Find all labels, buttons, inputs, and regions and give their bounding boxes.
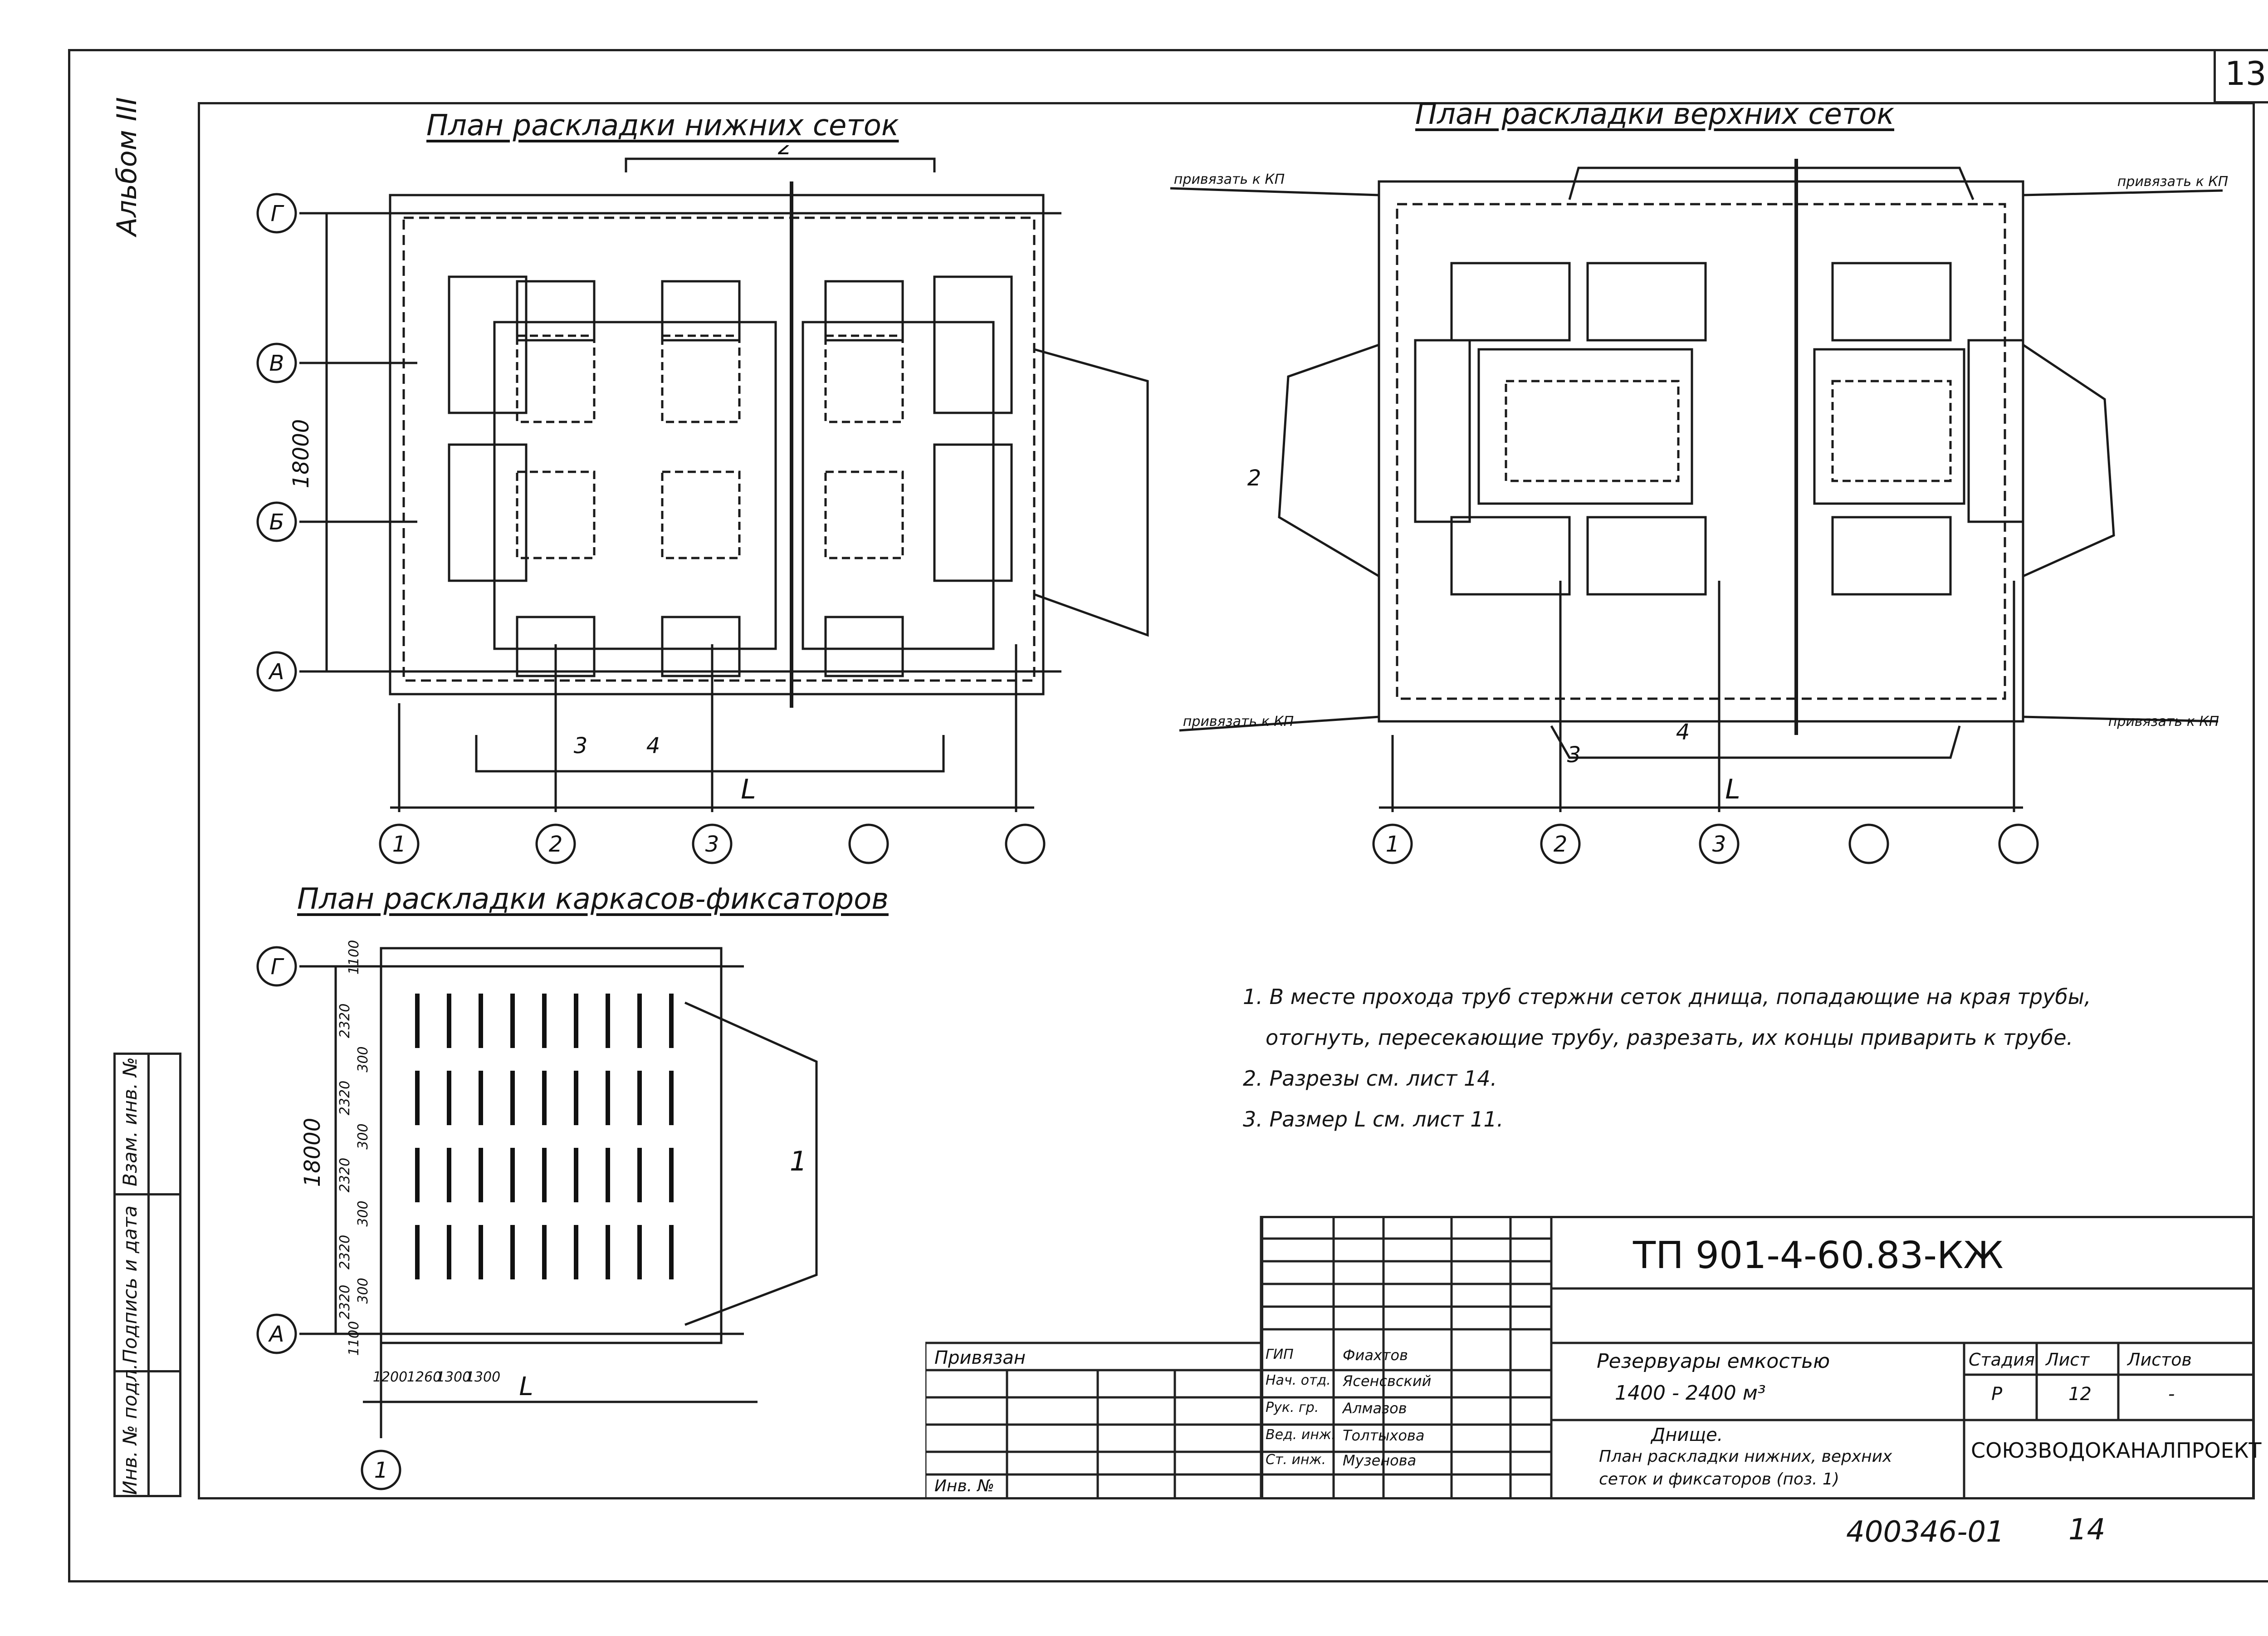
name-lead-eng: Толтыхова <box>1343 1427 1425 1444</box>
stamp-label-inv: Инв. № подл. <box>119 1363 141 1495</box>
lower-axis-row-label: А <box>268 659 284 685</box>
frames-axis-row-label: А <box>268 1322 284 1347</box>
frames-row-dim: 2320 <box>337 1158 353 1192</box>
title-block-grid <box>925 1216 2254 1499</box>
lower-axis-col-label: 3 <box>705 832 719 857</box>
note-line-1: 1. В месте прохода труб стержни сеток дн… <box>1243 985 2091 1009</box>
outer-frame <box>68 49 2268 1582</box>
upper-tie-note: привязать к КП <box>1183 714 1294 730</box>
lower-plan-title: План раскладки нижних сеток <box>426 109 899 142</box>
frames-axis-row-label: Г <box>271 954 284 980</box>
frames-gap-dim: 300 <box>355 1123 371 1149</box>
inv-label: Инв. № <box>934 1477 995 1495</box>
frames-plan-title: План раскладки каркасов-фиксаторов <box>297 882 889 916</box>
sheet-header: Лист <box>2046 1350 2090 1370</box>
upper-section-mark: 4 <box>1676 720 1690 745</box>
frames-row-dim: 2320 <box>337 1285 353 1319</box>
frames-gap-dim: 300 <box>355 1278 371 1303</box>
inner-frame <box>198 102 2255 1499</box>
project-name-line2: 1400 - 2400 м³ <box>1615 1381 1766 1405</box>
upper-mesh-plan: 1 2 3 L привязать к КП привязать к КП пр… <box>1170 159 2228 864</box>
role-group-lead: Рук. гр. <box>1266 1400 1319 1416</box>
lower-bottom-dim: L <box>741 774 756 805</box>
upper-axis-col-label: 2 <box>1554 832 1568 857</box>
note-line-3: 2. Разрезы см. лист 14. <box>1243 1066 1497 1091</box>
frames-gap-dim: 300 <box>355 1200 371 1226</box>
sheet-value: 12 <box>2068 1384 2092 1405</box>
stamp-divider <box>147 1053 150 1497</box>
organization: СОЮЗВОДОКАНАЛПРОЕКТ <box>1971 1438 2262 1463</box>
bound-label: Привязан <box>934 1347 1026 1368</box>
stamp-label-replace: Взам. инв. № <box>119 1057 141 1186</box>
frames-bottom-seg: 1260 <box>407 1369 441 1385</box>
sheet-number: 13 <box>2225 54 2267 93</box>
lower-axis-row-label: Б <box>269 509 284 535</box>
sheets-value: - <box>2168 1384 2175 1405</box>
stage-value: Р <box>1991 1384 2003 1405</box>
frames-overall-dim: 18000 <box>300 1118 325 1187</box>
upper-section-mark: 3 <box>1567 742 1581 768</box>
role-dept-head: Нач. отд. <box>1266 1372 1331 1388</box>
sheet-title-line1: Днище. <box>1651 1425 1723 1445</box>
lower-section-mark: 4 <box>646 733 660 759</box>
frames-row-dim: 2320 <box>337 1004 353 1038</box>
lower-axis-col-label: 1 <box>392 832 406 857</box>
name-gip: Фиахтов <box>1343 1347 1408 1364</box>
stamp-divider <box>113 1193 181 1195</box>
name-dept-head: Ясенсвский <box>1343 1372 1432 1390</box>
lower-mesh-plan: Г В Б А 1 2 3 18000 L 2 3 4 <box>256 145 1149 864</box>
archive-number: 400346-01 <box>1846 1515 2004 1549</box>
name-senior-eng: Музенова <box>1343 1452 1417 1469</box>
stamp-label-sign: Подпись и дата <box>119 1205 141 1363</box>
role-gip: ГИП <box>1266 1347 1294 1362</box>
frames-bottom-seg: 1300 <box>466 1369 500 1385</box>
frames-leader-label: 1 <box>790 1146 807 1177</box>
upper-plan-title: План раскладки верхних сеток <box>1415 98 1894 131</box>
lower-axis-row-label: Г <box>271 201 284 226</box>
role-senior-eng: Ст. инж. <box>1266 1452 1326 1468</box>
upper-tie-note: привязать к КП <box>2108 714 2219 730</box>
frames-plan: Г А 1 18000 L 1 1100 2320 2320 2320 2320… <box>256 940 818 1490</box>
frames-bottom-seg: 1300 <box>436 1369 471 1385</box>
upper-tie-note: привязать к КП <box>2117 174 2228 190</box>
stage-header: Стадия <box>1969 1350 2035 1370</box>
doc-code: ТП 901-4-60.83-КЖ <box>1633 1234 2004 1277</box>
frames-gap-dim: 300 <box>355 1046 371 1072</box>
upper-axis-col-label: 1 <box>1386 832 1400 857</box>
frames-bottom-dim: L <box>519 1372 533 1401</box>
project-name-line1: Резервуары емкостью <box>1597 1350 1830 1373</box>
album-label: Альбом III <box>111 97 143 236</box>
sheet-title-line3: сеток и фиксаторов (поз. 1) <box>1599 1470 1839 1489</box>
role-lead-eng: Вед. инж. <box>1266 1427 1336 1443</box>
lower-section-mark: 2 <box>778 145 792 160</box>
upper-bottom-dim: L <box>1725 774 1740 805</box>
upper-axis-col-label: 3 <box>1712 832 1726 857</box>
sheets-header: Листов <box>2127 1350 2192 1370</box>
lower-axis-row-label: В <box>269 351 284 376</box>
frames-row-dim: 2320 <box>337 1235 353 1269</box>
frames-axis-col-label: 1 <box>374 1458 388 1483</box>
sheet-number-box <box>2214 49 2268 103</box>
sheet-title-line2: План раскладки нижних, верхних <box>1599 1447 1892 1466</box>
note-line-4: 3. Размер L см. лист 11. <box>1243 1107 1504 1131</box>
lower-section-mark: 3 <box>574 733 588 759</box>
frames-row-dim: 1100 <box>346 940 362 975</box>
upper-tie-note: привязать к КП <box>1174 171 1285 187</box>
name-group-lead: Алмазов <box>1343 1400 1407 1417</box>
page-number: 14 <box>2068 1513 2106 1547</box>
lower-axis-col-label: 2 <box>549 832 563 857</box>
frames-row-dim: 2320 <box>337 1081 353 1115</box>
note-line-2: отогнуть, пересекающие трубу, разрезать,… <box>1266 1025 2073 1050</box>
lower-overall-dim: 18000 <box>288 419 314 489</box>
upper-section-mark: 2 <box>1247 465 1261 491</box>
frames-bottom-seg: 1200 <box>373 1369 407 1385</box>
frames-row-dim: 1100 <box>346 1321 362 1356</box>
stamp-divider <box>113 1370 181 1372</box>
